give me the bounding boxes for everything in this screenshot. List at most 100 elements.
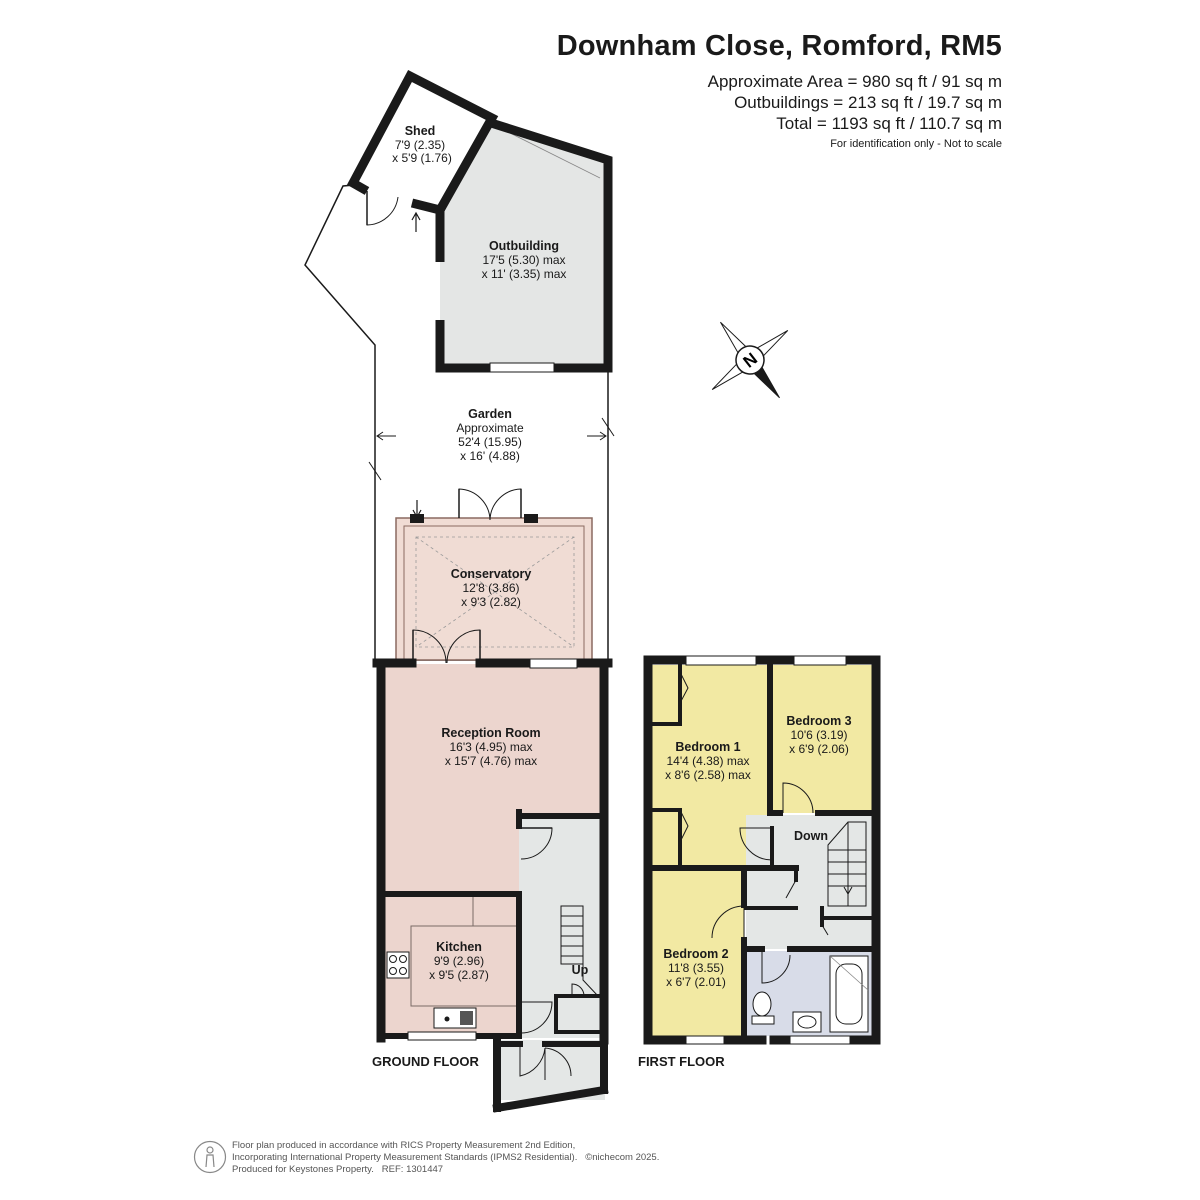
garden-width-arrow-left [376,431,396,441]
shed-dim: x 5'9 (1.76) [392,151,452,165]
sink-bowl-icon [460,1011,473,1025]
first-floor-walls [643,655,881,1045]
bedroom-1-door [739,827,773,861]
footer-ref: REF: 1301447 [381,1164,444,1175]
header: Downham Close, Romford, RM5 Approximate … [557,30,1002,150]
footer-ipms-line: Incorporating International Property Mea… [232,1152,660,1163]
hob-icon [386,951,410,979]
ground-floor-walls [372,658,613,1113]
conservatory-roof-panel [415,536,575,648]
footer: Floor plan produced in accordance with R… [232,1140,659,1176]
bathroom-door [761,951,791,984]
bathroom-window [789,1035,851,1045]
ground-cupboard [554,994,604,1034]
garden-dim: 52'4 (15.95) [458,435,522,449]
area-summary: Approximate Area = 980 sq ft / 91 sq m O… [557,71,1002,134]
shed-wall [346,69,499,216]
kitchen-dim: 9'9 (2.96) [434,954,484,968]
ground-floor-label: GROUND FLOOR [372,1054,479,1069]
reception-dim: 16'3 (4.95) max [450,740,533,754]
bedroom-1-dim: 14'4 (4.38) max [667,754,750,768]
outbuilding-room [440,122,608,368]
bedroom-2-dim: 11'8 (3.55) [668,961,724,975]
landing [746,815,872,949]
footer-produced-line: Produced for Keystones Property. REF: 13… [232,1164,444,1175]
stairs-down-label: Down [794,829,828,843]
garden-width-arrow-right [587,431,607,441]
reception-french-door [412,629,481,664]
garden-dim: Approximate [456,421,524,435]
garden-break-left [368,461,382,481]
kitchen-label: Kitchen [436,940,482,954]
property-address: Downham Close, Romford, RM5 [556,30,1002,62]
conservatory-roof-diagonal [415,536,575,648]
stairs-up [560,905,599,997]
outbuilding-dim: x 11' (3.35) max [482,267,567,281]
total-area: Total = 1193 sq ft / 110.7 sq m [776,114,1002,133]
bedroom-3-door [782,782,814,814]
footer-rics-line: Floor plan produced in accordance with R… [232,1140,576,1151]
cupboard-door [785,879,829,936]
stairs-up-label: Up [572,963,589,977]
conservatory-dim: 12'8 (3.86) [463,581,520,595]
bedroom-3-label: Bedroom 3 [786,714,851,728]
bedroom-1-window [685,655,757,666]
reception-label: Reception Room [441,726,540,740]
bedroom-2-window [685,1035,725,1045]
bedroom-2-dim: x 6'7 (2.01) [666,975,726,989]
room-labels: Shed 7'9 (2.35) x 5'9 (1.76) Outbuilding… [372,124,852,1069]
sink-tap-icon [444,1016,450,1022]
shed-dim: 7'9 (2.35) [395,138,445,152]
bedroom-1-label: Bedroom 1 [675,740,740,754]
toilet-cistern-icon [751,1015,775,1025]
porch-door [519,1044,546,1077]
conservatory-post [410,514,424,523]
bedroom-3-room [772,665,872,813]
reception-window [529,658,578,669]
hob-burner-icon [399,967,407,975]
bedroom-2-label: Bedroom 2 [663,947,728,961]
reception-dim: x 15'7 (4.76) max [445,754,537,768]
bedroom-3-dim: 10'6 (3.19) [791,728,848,742]
shed-label: Shed [405,124,436,138]
basin-icon [792,1011,822,1033]
outbuilding-label: Outbuilding [489,239,559,253]
compass-icon [711,321,789,399]
bedroom-3-window [793,655,847,666]
disclaimer: For identification only - Not to scale [830,138,1002,150]
conservatory-entry-arrow [412,500,422,519]
first-floor-label: FIRST FLOOR [638,1054,725,1069]
kitchen-dim: x 9'5 (2.87) [429,968,489,982]
garden-dim: x 16' (4.88) [460,449,520,463]
hall-door [520,827,553,860]
outbuilding-window [489,362,555,373]
toilet-icon [752,991,772,1017]
approximate-area: Approximate Area = 980 sq ft / 91 sq m [707,72,1002,91]
conservatory-dim: x 9'3 (2.82) [461,595,521,609]
shed-entry-arrow [411,211,421,232]
kitchen-window [407,1031,477,1041]
bedroom-2-door [711,905,745,939]
wardrobe-door [679,671,689,843]
hob-burner-icon [389,967,397,975]
garden-break-right [601,417,615,437]
hob-burner-icon [399,955,407,963]
shed-door [366,191,399,226]
bath-inner-icon [835,963,863,1025]
bath-screen [829,955,869,991]
basin-bowl-icon [797,1015,817,1029]
bedroom-2-room [652,871,744,1036]
outbuilding-dim: 17'5 (5.30) max [483,253,566,267]
conservatory-french-door [458,488,522,521]
conservatory-label: Conservatory [451,567,532,581]
bedroom-3-dim: x 6'9 (2.06) [789,742,849,756]
cupboard-door [571,983,585,997]
conservatory-post [524,514,538,523]
stairs-down [827,821,867,907]
bedroom-1-dim: x 8'6 (2.58) max [665,768,751,782]
garden-label: Garden [468,407,512,421]
outbuildings-area: Outbuildings = 213 sq ft / 19.7 sq m [734,93,1002,112]
hob-burner-icon [389,955,397,963]
footer-copyright: ©nichecom 2025. [585,1152,660,1163]
